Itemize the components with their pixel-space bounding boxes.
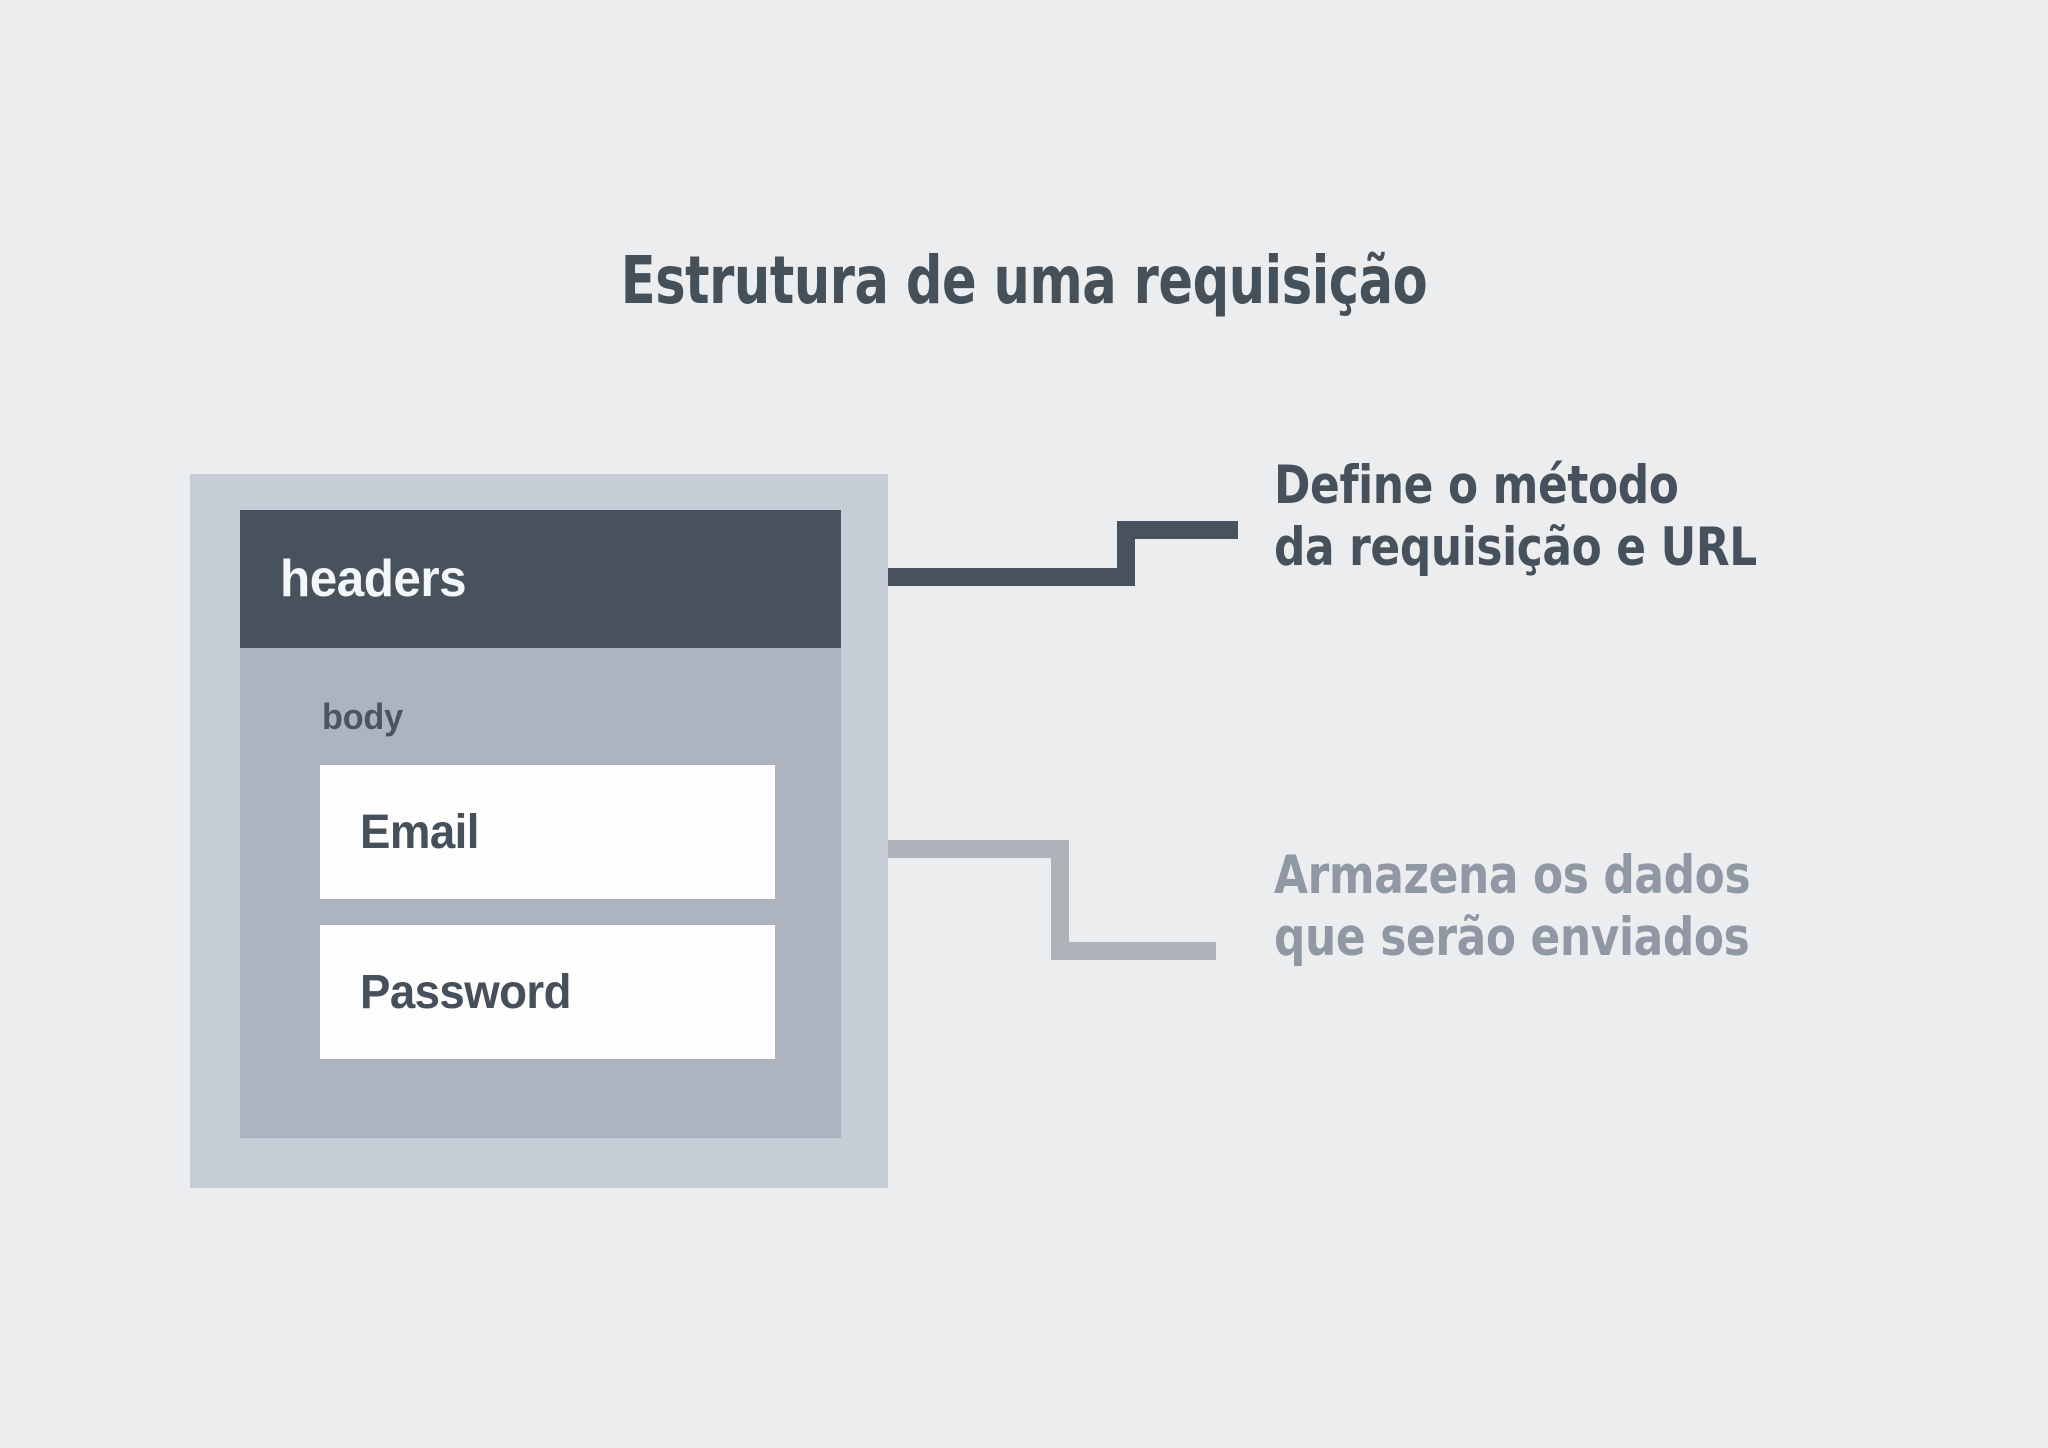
connector-body	[841, 840, 1216, 960]
connector-headers	[840, 521, 1238, 586]
request-outer-frame: headers body Email Password	[190, 474, 888, 1188]
password-field-label: Password	[360, 965, 571, 1019]
body-annotation: Armazena os dados que serão enviados	[1274, 845, 1751, 969]
body-annotation-line-1: Armazena os dados	[1274, 845, 1751, 906]
headers-label: headers	[280, 550, 467, 608]
headers-annotation-line-1: Define o método	[1274, 455, 1679, 516]
email-field-label: Email	[360, 805, 479, 859]
password-field[interactable]: Password	[320, 925, 775, 1059]
page-title: Estrutura de uma requisição	[620, 242, 1428, 319]
headers-annotation: Define o método da requisição e URL	[1274, 455, 1757, 579]
email-field[interactable]: Email	[320, 765, 775, 899]
request-inner-frame: headers body Email Password	[240, 510, 841, 1138]
headers-annotation-line-2: da requisição e URL	[1274, 517, 1757, 578]
body-label: body	[322, 696, 403, 737]
body-annotation-line-2: que serão enviados	[1274, 907, 1750, 968]
headers-block[interactable]: headers	[240, 510, 841, 648]
